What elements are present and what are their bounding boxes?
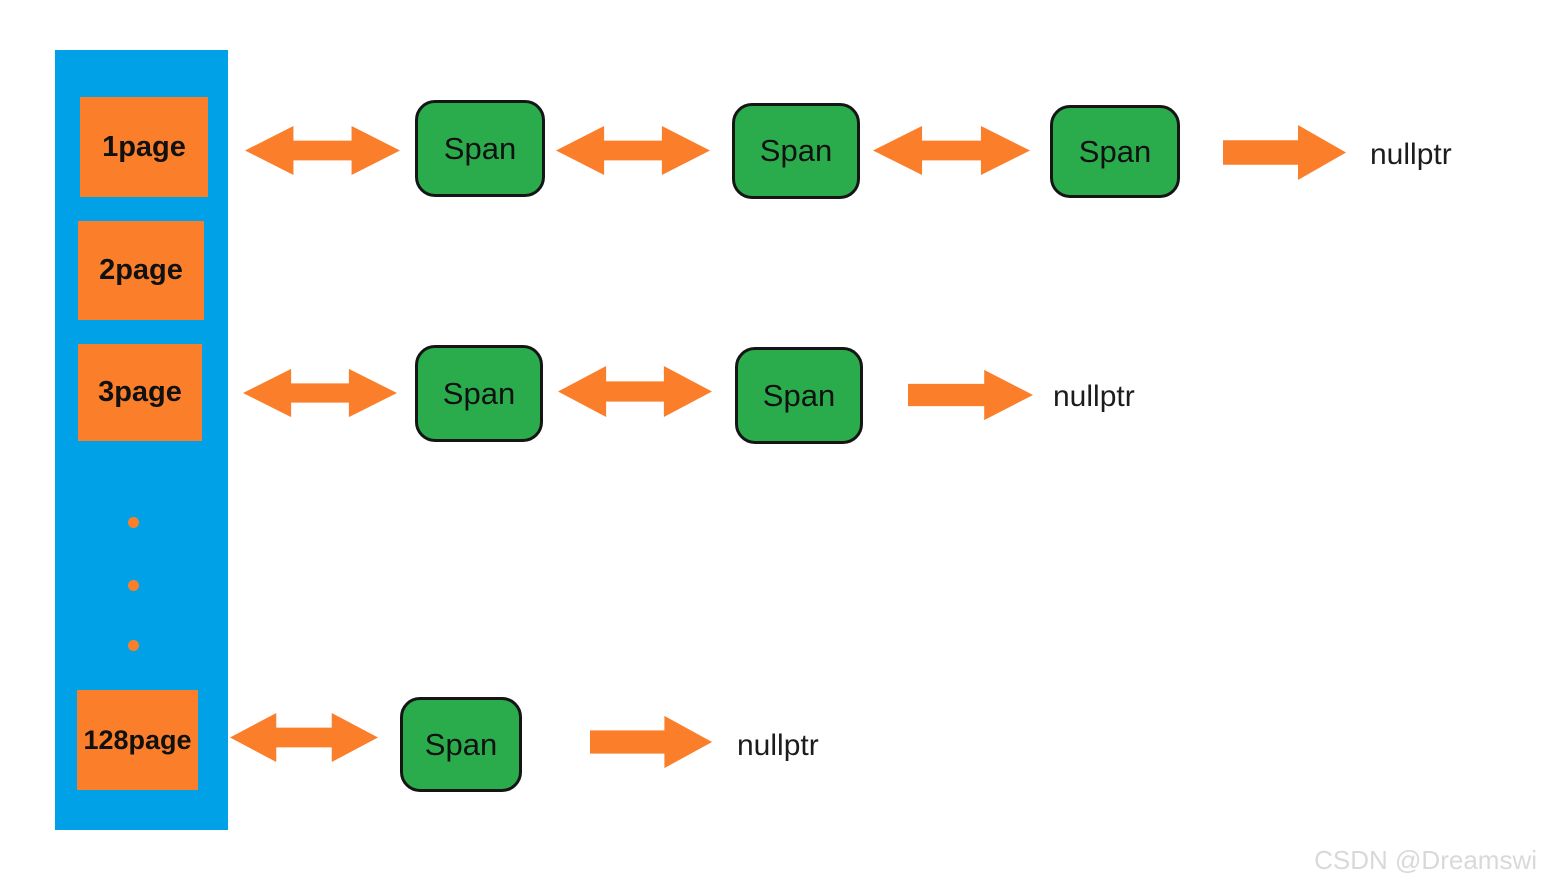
- span-node: Span: [732, 103, 860, 199]
- double-arrow-icon: [556, 124, 710, 177]
- right-arrow-icon: [908, 368, 1035, 422]
- page-box-3page: 3page: [78, 344, 202, 441]
- ellipsis-dot-icon: [128, 517, 139, 528]
- right-arrow-icon: [590, 714, 714, 770]
- double-arrow-icon: [245, 124, 400, 177]
- nullptr-label: nullptr: [737, 729, 819, 762]
- page-box-2page: 2page: [78, 221, 204, 320]
- span-node: Span: [415, 100, 545, 197]
- ellipsis-dot-icon: [128, 580, 139, 591]
- double-arrow-icon: [558, 364, 712, 419]
- double-arrow-icon: [230, 711, 378, 764]
- nullptr-label: nullptr: [1053, 380, 1135, 413]
- double-arrow-icon: [873, 124, 1030, 177]
- right-arrow-icon: [1223, 123, 1348, 182]
- span-node: Span: [1050, 105, 1180, 198]
- ellipsis-dot-icon: [128, 640, 139, 651]
- span-node: Span: [415, 345, 543, 442]
- page-box-1page: 1page: [80, 97, 208, 197]
- nullptr-label: nullptr: [1370, 138, 1452, 171]
- span-node: Span: [400, 697, 522, 792]
- page-box-128page: 128page: [77, 690, 198, 790]
- span-node: Span: [735, 347, 863, 444]
- double-arrow-icon: [243, 367, 397, 419]
- csdn-watermark: CSDN @Dreamswi: [1314, 845, 1537, 875]
